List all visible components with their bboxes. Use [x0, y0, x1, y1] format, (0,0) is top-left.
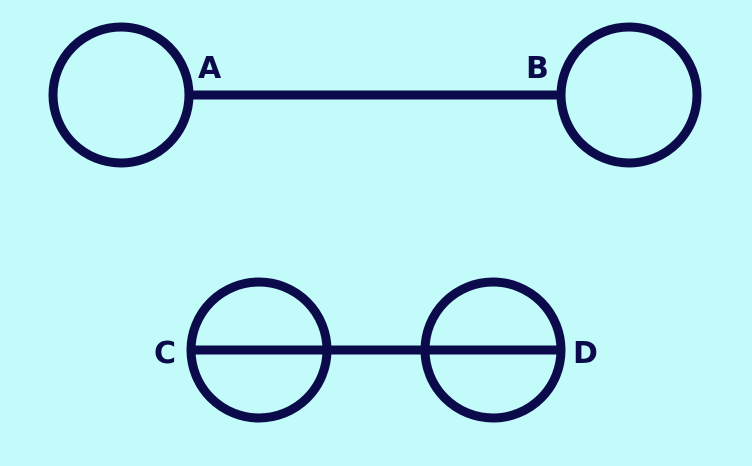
circle-right-top	[556, 22, 702, 168]
circle-left-top	[48, 22, 194, 168]
label-a: A	[198, 51, 222, 86]
top-figure: A B	[48, 22, 702, 168]
bottom-figure: C D	[154, 277, 598, 423]
label-c: C	[154, 336, 176, 371]
label-b: B	[526, 51, 549, 86]
label-d: D	[573, 336, 598, 371]
